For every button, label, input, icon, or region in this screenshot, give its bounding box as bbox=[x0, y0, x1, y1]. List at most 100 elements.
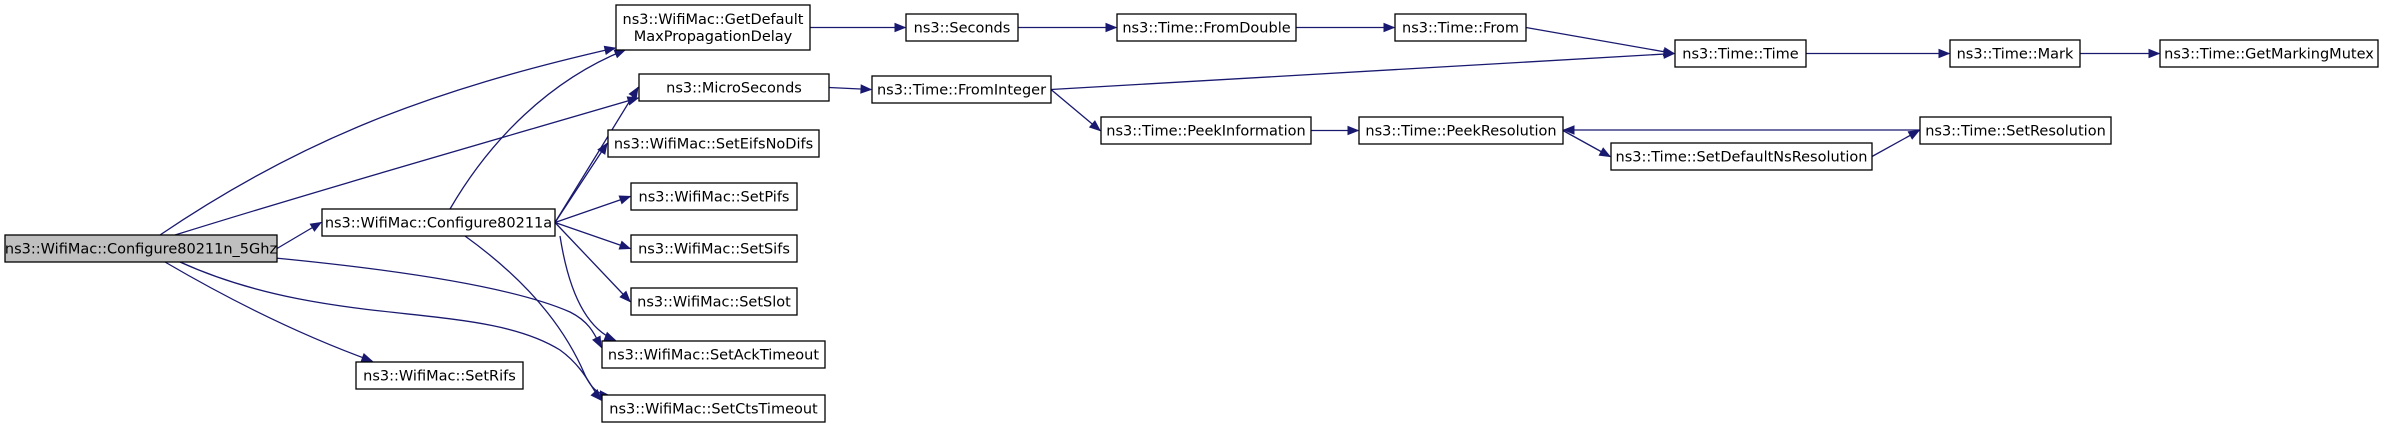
node-box bbox=[638, 73, 830, 102]
node-box bbox=[1394, 13, 1527, 42]
node-label: ns3::WifiMac::Configure80211a bbox=[325, 216, 552, 232]
edge-configure80211n_5ghz-to-set_ack_timeout bbox=[274, 257, 602, 349]
edge-configure80211n_5ghz-to-microseconds bbox=[174, 96, 640, 236]
node-set_ack_timeout[interactable]: ns3::WifiMac::SetAckTimeout bbox=[601, 340, 826, 369]
node-label: ns3::Time::From bbox=[1402, 21, 1519, 37]
edge-line bbox=[159, 47, 616, 236]
node-box bbox=[1674, 39, 1807, 68]
edge-line bbox=[554, 143, 608, 223]
edge-time_mark-to-time_get_marking_mutex bbox=[2080, 48, 2161, 59]
arrowhead bbox=[618, 195, 632, 205]
node-time_peek_resolution[interactable]: ns3::Time::PeekResolution bbox=[1358, 116, 1564, 145]
node-label: ns3::WifiMac::SetSifs bbox=[638, 242, 790, 258]
edge-time_set_resolution-to-time_peek_resolution bbox=[1562, 125, 1920, 135]
node-configure80211a[interactable]: ns3::WifiMac::Configure80211a bbox=[321, 208, 556, 237]
node-label: MaxPropagationDelay bbox=[634, 29, 793, 45]
edge-configure80211a-to-set_ack_timeout bbox=[559, 235, 617, 341]
edge-line bbox=[164, 261, 373, 362]
node-time_from_double[interactable]: ns3::Time::FromDouble bbox=[1116, 13, 1297, 42]
node-box bbox=[607, 129, 820, 158]
node-box bbox=[4, 234, 278, 263]
node-label: ns3::Time::SetDefaultNsResolution bbox=[1616, 150, 1868, 166]
arrowhead bbox=[590, 389, 602, 402]
edge-line bbox=[554, 195, 631, 224]
node-label: ns3::Time::GetMarkingMutex bbox=[2164, 47, 2374, 63]
node-box bbox=[871, 75, 1052, 104]
node-get_default_max_prop_delay[interactable]: ns3::WifiMac::GetDefaultMaxPropagationDe… bbox=[615, 4, 811, 51]
node-box bbox=[630, 182, 798, 211]
node-box bbox=[321, 208, 556, 237]
edge-seconds-to-time_from_double bbox=[1018, 22, 1118, 33]
edge-time_from_double-to-time_from bbox=[1296, 22, 1396, 33]
edge-line bbox=[554, 222, 631, 302]
node-set_sifs[interactable]: ns3::WifiMac::SetSifs bbox=[630, 234, 798, 263]
node-microseconds[interactable]: ns3::MicroSeconds bbox=[638, 73, 830, 102]
node-label: ns3::WifiMac::Configure80211n_5Ghz bbox=[5, 242, 277, 258]
node-set_rifs[interactable]: ns3::WifiMac::SetRifs bbox=[355, 361, 524, 390]
node-seconds[interactable]: ns3::Seconds bbox=[905, 13, 1019, 42]
edge-get_default_max_prop_delay-to-seconds bbox=[810, 22, 907, 33]
node-time_set_resolution[interactable]: ns3::Time::SetResolution bbox=[1919, 116, 2112, 145]
node-label: ns3::WifiMac::SetSlot bbox=[637, 295, 791, 311]
node-time_time[interactable]: ns3::Time::Time bbox=[1674, 39, 1807, 68]
node-label: ns3::WifiMac::SetAckTimeout bbox=[608, 348, 819, 364]
node-box bbox=[1610, 142, 1873, 171]
edge-configure80211a-to-set_eifs_no_difs bbox=[554, 142, 608, 223]
node-time_from_integer[interactable]: ns3::Time::FromInteger bbox=[871, 75, 1052, 104]
edge-line bbox=[1050, 52, 1675, 91]
node-label: ns3::WifiMac::SetEifsNoDifs bbox=[614, 137, 813, 153]
node-set_cts_timeout[interactable]: ns3::WifiMac::SetCtsTimeout bbox=[601, 394, 826, 423]
arrowhead bbox=[618, 240, 632, 250]
edge-line bbox=[274, 257, 602, 348]
node-box bbox=[905, 13, 1019, 42]
node-box bbox=[630, 234, 798, 263]
node-set_eifs_no_difs[interactable]: ns3::WifiMac::SetEifsNoDifs bbox=[607, 129, 820, 158]
node-box bbox=[601, 340, 826, 369]
node-time_peek_information[interactable]: ns3::Time::PeekInformation bbox=[1100, 116, 1312, 145]
arrowhead bbox=[1088, 120, 1102, 132]
node-configure80211n_5ghz: ns3::WifiMac::Configure80211n_5Ghz bbox=[4, 234, 278, 263]
arrowhead bbox=[1598, 147, 1612, 158]
arrowhead bbox=[619, 290, 631, 303]
node-time_get_marking_mutex[interactable]: ns3::Time::GetMarkingMutex bbox=[2159, 39, 2379, 68]
edge-time_from_integer-to-time_peek_information bbox=[1050, 89, 1102, 132]
arrowhead bbox=[1105, 22, 1118, 33]
node-box bbox=[2159, 39, 2379, 68]
node-time_set_default_ns_resolution[interactable]: ns3::Time::SetDefaultNsResolution bbox=[1610, 142, 1873, 171]
node-label: ns3::Time::FromDouble bbox=[1122, 21, 1290, 37]
arrowhead bbox=[603, 331, 617, 341]
edge-time_from_integer-to-time_time bbox=[1050, 49, 1676, 91]
arrowhead bbox=[613, 49, 627, 59]
arrowhead bbox=[1562, 125, 1575, 135]
node-label: ns3::Seconds bbox=[914, 21, 1011, 37]
node-label: ns3::Time::PeekResolution bbox=[1365, 124, 1556, 140]
arrowhead bbox=[1383, 22, 1396, 33]
edge-configure80211a-to-set_sifs bbox=[554, 221, 632, 250]
node-set_pifs[interactable]: ns3::WifiMac::SetPifs bbox=[630, 182, 798, 211]
node-box bbox=[355, 361, 524, 390]
arrowhead bbox=[592, 335, 602, 349]
edge-line bbox=[554, 221, 631, 250]
edge-configure80211n_5ghz-to-configure80211a bbox=[276, 221, 323, 250]
edge-configure80211a-to-set_slot bbox=[554, 222, 631, 303]
node-label: ns3::Time::FromInteger bbox=[877, 83, 1046, 99]
node-box bbox=[1100, 116, 1312, 145]
arrowhead bbox=[1938, 48, 1951, 59]
node-label: ns3::Time::Time bbox=[1682, 47, 1799, 63]
edge-configure80211n_5ghz-to-set_rifs bbox=[164, 261, 374, 362]
node-label: ns3::Time::PeekInformation bbox=[1106, 124, 1305, 140]
edge-time_set_default_ns_resolution-to-time_set_resolution bbox=[1871, 129, 1921, 158]
node-box bbox=[601, 394, 826, 423]
edge-line bbox=[1525, 26, 1675, 55]
edge-time_peek_information-to-time_peek_resolution bbox=[1311, 125, 1360, 136]
arrowhead bbox=[360, 352, 374, 362]
node-time_from[interactable]: ns3::Time::From bbox=[1394, 13, 1527, 42]
arrowhead bbox=[1907, 129, 1921, 140]
node-box bbox=[1949, 39, 2081, 68]
edge-configure80211a-to-set_pifs bbox=[554, 195, 632, 224]
node-box bbox=[1358, 116, 1564, 145]
node-label: ns3::WifiMac::GetDefault bbox=[623, 12, 804, 28]
node-time_mark[interactable]: ns3::Time::Mark bbox=[1949, 39, 2081, 68]
arrowhead bbox=[628, 86, 639, 99]
node-set_slot[interactable]: ns3::WifiMac::SetSlot bbox=[630, 287, 798, 316]
